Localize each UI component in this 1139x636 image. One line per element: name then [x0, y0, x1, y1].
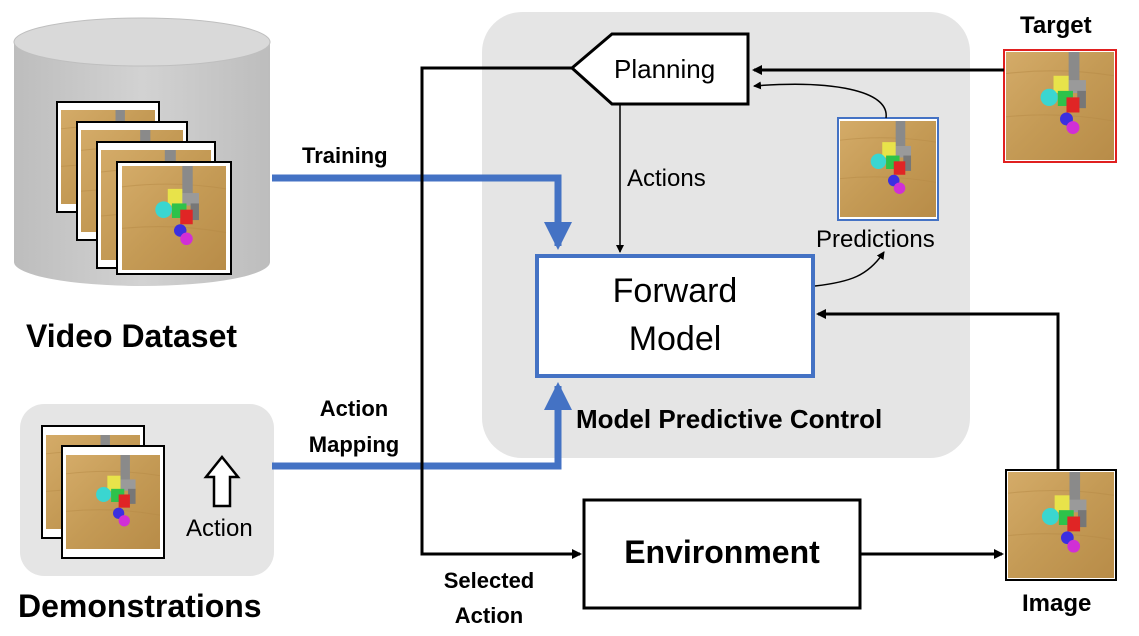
demonstration-frames — [41, 425, 165, 559]
training-label: Training — [302, 143, 388, 168]
planning-to-environment-arrow — [420, 66, 582, 559]
video-dataset-label: Video Dataset — [26, 318, 238, 354]
prediction-to-planning-arrow — [753, 81, 887, 119]
image-frame — [1005, 469, 1117, 581]
forward-model-label-1: Forward — [612, 272, 738, 310]
forward-model-label-2: Model — [628, 320, 722, 358]
video-frames-stack — [56, 101, 232, 275]
prediction-frame — [837, 117, 939, 221]
selected-action-label-2: Action — [454, 603, 524, 628]
model-to-predictions-arrow — [814, 251, 885, 287]
action-mapping-arrow — [272, 382, 572, 470]
environment-box — [582, 498, 862, 610]
image-to-model-arrow — [816, 309, 1060, 470]
planning-node — [569, 32, 750, 106]
selected-action-label-1: Selected — [443, 568, 535, 593]
image-label: Image — [1022, 590, 1092, 617]
predictions-label: Predictions — [816, 226, 935, 253]
action-mapping-label-2: Mapping — [308, 432, 400, 457]
demonstrations-label: Demonstrations — [18, 588, 262, 624]
training-arrow — [272, 174, 572, 250]
actions-label: Actions — [627, 165, 706, 192]
environment-label: Environment — [624, 534, 820, 570]
target-label: Target — [1020, 12, 1092, 39]
forward-model-box — [535, 254, 815, 378]
target-frame — [1003, 49, 1117, 163]
up-arrow-icon — [203, 454, 241, 508]
action-label: Action — [186, 515, 253, 542]
mpc-label: Model Predictive Control — [576, 404, 883, 434]
action-mapping-label-1: Action — [319, 396, 389, 421]
planning-label: Planning — [614, 54, 716, 84]
